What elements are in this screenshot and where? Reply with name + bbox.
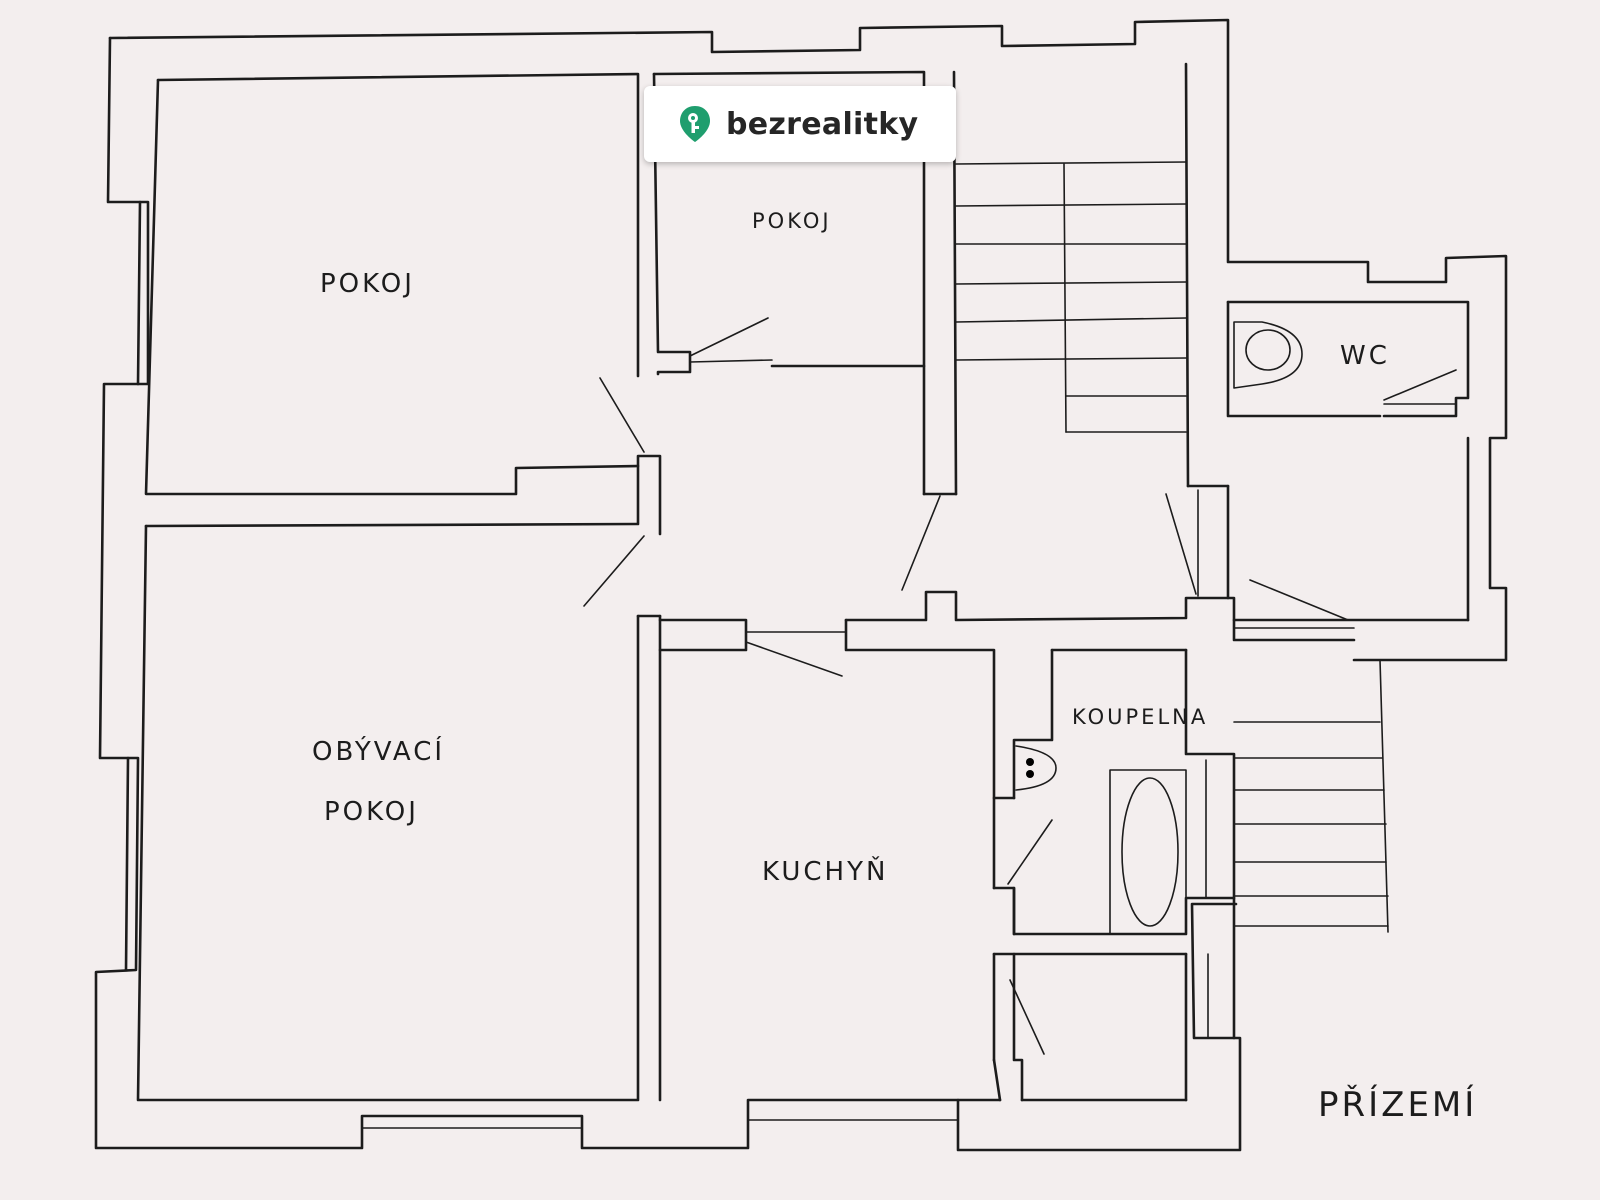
- brand-name: bezrealitky: [726, 106, 919, 142]
- room-label-bathroom: KOUPELNA: [1072, 705, 1208, 729]
- brand-logo-badge: bezrealitky: [644, 86, 956, 162]
- sink-icon: [1015, 745, 1057, 791]
- bathtub-icon: [1109, 769, 1187, 935]
- location-key-icon: [680, 106, 710, 142]
- room-label-pokoj-large: POKOJ: [320, 269, 415, 299]
- room-label-pokoj-small: POKOJ: [752, 209, 832, 233]
- staircase-upper: [955, 161, 1187, 433]
- doors: [583, 317, 1457, 1055]
- room-label-kitchen: KUCHYŇ: [762, 855, 888, 887]
- staircase-lower: [1233, 659, 1389, 933]
- toilet-icon: [1233, 321, 1303, 389]
- room-label-living-line1: OBÝVACÍ: [312, 735, 445, 767]
- outer-walls: [94, 18, 1508, 1152]
- room-label-wc: WC: [1340, 341, 1390, 371]
- room-label-living-line2: POKOJ: [324, 797, 419, 827]
- fixtures: [1015, 321, 1303, 935]
- floor-label: PŘÍZEMÍ: [1318, 1084, 1477, 1125]
